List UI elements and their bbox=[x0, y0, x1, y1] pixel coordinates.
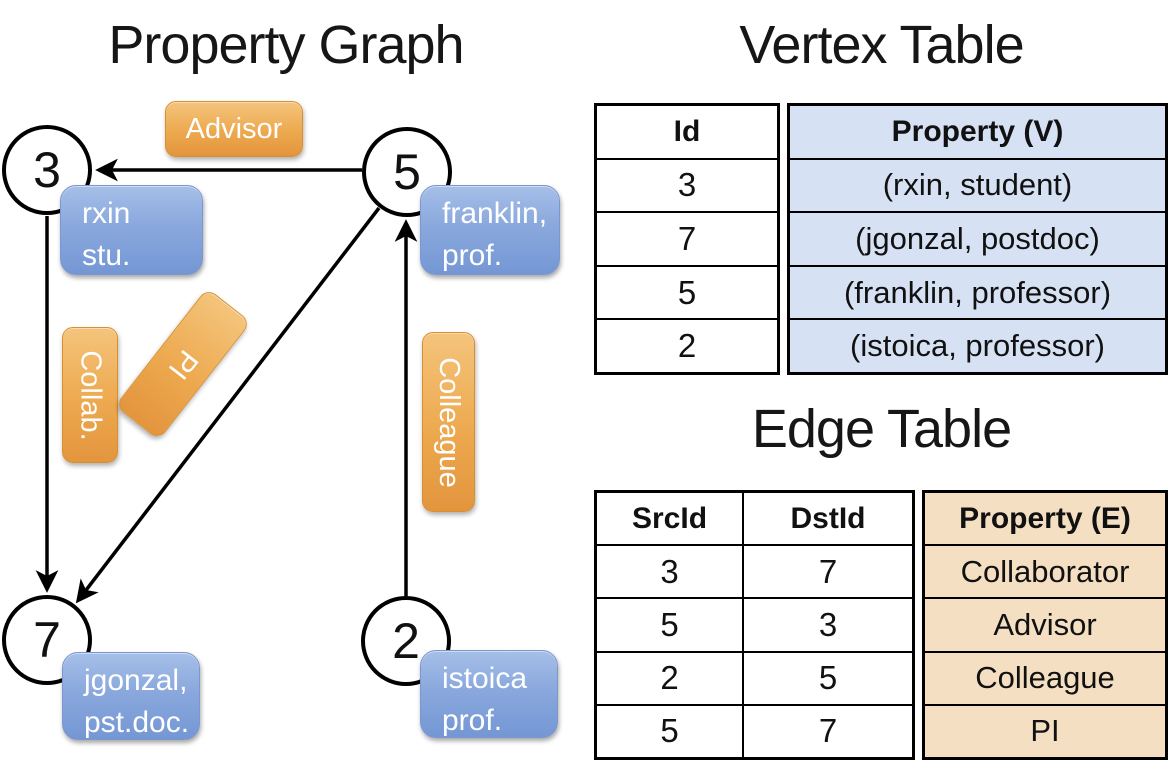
vertex-id-cell: 5 bbox=[677, 273, 697, 311]
edge-table-title: Edge Table bbox=[751, 399, 1012, 459]
edge-label-colleague-text: Colleague bbox=[433, 356, 466, 488]
table-row: (istoica, professor) bbox=[790, 320, 1165, 372]
vertex-node-2-label: 2 bbox=[392, 613, 420, 669]
vertex-node-5: 5 bbox=[362, 127, 452, 217]
edge-srcid-cell: 2 bbox=[597, 652, 744, 704]
edge-dstid-cell: 3 bbox=[818, 606, 838, 643]
callout-line: stu. bbox=[82, 239, 131, 272]
vertex-table-id-column: Id 3 7 5 2 bbox=[594, 103, 780, 375]
table-row: PI bbox=[925, 706, 1165, 757]
vertex-table-title: Vertex Table bbox=[739, 15, 1024, 75]
table-row: 3 bbox=[597, 160, 777, 214]
table-row: 3 7 bbox=[597, 546, 912, 600]
edge-property-cell: PI bbox=[1030, 713, 1060, 749]
callout-line: prof. bbox=[442, 239, 503, 272]
vertex-node-3: 3 bbox=[2, 125, 92, 215]
vertex-id-cell: 2 bbox=[677, 327, 697, 365]
table-row: 2 5 bbox=[597, 652, 912, 706]
vertex-id-cell: 3 bbox=[677, 166, 697, 204]
property-graph-title: Property Graph bbox=[108, 15, 464, 75]
edge-property-cell: Advisor bbox=[993, 607, 1097, 642]
vertex-property-header: Property (V) bbox=[891, 114, 1064, 148]
vertex-node-5-label: 5 bbox=[393, 144, 421, 200]
callout-line: jgonzal, bbox=[84, 664, 188, 697]
edge-property-header: Property (E) bbox=[959, 501, 1131, 535]
table-row: 5 3 bbox=[597, 599, 912, 653]
edge-label-advisor: Advisor bbox=[165, 101, 303, 157]
vertex-table-property-column: Property (V) (rxin, student) (jgonzal, p… bbox=[787, 103, 1168, 375]
table-row: Colleague bbox=[925, 653, 1165, 706]
callout-line: rxin bbox=[82, 197, 131, 230]
table-row: (franklin, professor) bbox=[790, 267, 1165, 321]
edge-label-advisor-text: Advisor bbox=[185, 112, 283, 145]
edge-property-cell: Colleague bbox=[975, 660, 1115, 696]
table-row: Advisor bbox=[925, 599, 1165, 653]
edge-label-colleague: Colleague bbox=[422, 332, 475, 512]
edge-dstid-cell: 7 bbox=[818, 712, 838, 750]
edge-dstid-cell: 5 bbox=[818, 659, 838, 697]
edge-label-pi-text: PI bbox=[162, 343, 205, 385]
vertex-callout-franklin: franklin, prof. bbox=[420, 185, 560, 275]
table-row: 2 bbox=[597, 320, 777, 372]
edge-srcid-cell: 5 bbox=[597, 705, 744, 758]
vertex-property-cell: (istoica, professor) bbox=[850, 328, 1105, 364]
vertex-id-cell: 7 bbox=[677, 219, 697, 257]
vertex-callout-rxin: rxin stu. bbox=[60, 185, 203, 275]
table-header-row: Property (E) bbox=[925, 493, 1165, 547]
edge-srcid-cell: 3 bbox=[597, 546, 744, 598]
vertex-callout-istoica: istoica prof. bbox=[420, 650, 558, 738]
edge-label-collab-text: Collab. bbox=[74, 349, 107, 441]
edge-label-collab: Collab. bbox=[62, 327, 118, 463]
vertex-property-cell: (rxin, student) bbox=[882, 167, 1073, 203]
table-header-row: Property (V) bbox=[790, 106, 1165, 160]
edge-table-id-columns: SrcId DstId 3 7 5 3 2 5 5 7 bbox=[594, 490, 915, 760]
edge-property-cell: Collaborator bbox=[960, 553, 1130, 589]
callout-line: pst.doc. bbox=[84, 706, 190, 739]
edge-srcid-cell: 5 bbox=[597, 599, 744, 651]
vertex-node-3-label: 3 bbox=[33, 142, 61, 198]
table-header-row: Id bbox=[597, 106, 777, 160]
edge-srcid-header: SrcId bbox=[597, 493, 744, 545]
vertex-id-header: Id bbox=[673, 114, 701, 148]
table-row: 5 bbox=[597, 267, 777, 321]
callout-line: prof. bbox=[442, 704, 503, 737]
edge-label-pi: PI bbox=[114, 287, 252, 441]
table-row: (jgonzal, postdoc) bbox=[790, 213, 1165, 267]
edge-dstid-header: DstId bbox=[790, 501, 866, 535]
table-header-row: SrcId DstId bbox=[597, 493, 912, 547]
table-row: (rxin, student) bbox=[790, 160, 1165, 214]
table-row: 7 bbox=[597, 213, 777, 267]
vertex-property-cell: (jgonzal, postdoc) bbox=[855, 220, 1100, 256]
vertex-property-cell: (franklin, professor) bbox=[843, 274, 1112, 310]
callout-line: istoica bbox=[442, 662, 528, 695]
vertex-callout-jgonzal: jgonzal, pst.doc. bbox=[62, 652, 200, 740]
edge-dstid-cell: 7 bbox=[818, 552, 838, 590]
callout-line: franklin, bbox=[442, 197, 548, 230]
table-row: 5 7 bbox=[597, 705, 912, 758]
vertex-node-7-label: 7 bbox=[33, 612, 61, 668]
table-row: Collaborator bbox=[925, 546, 1165, 600]
edge-table-property-column: Property (E) Collaborator Advisor Collea… bbox=[922, 490, 1168, 760]
